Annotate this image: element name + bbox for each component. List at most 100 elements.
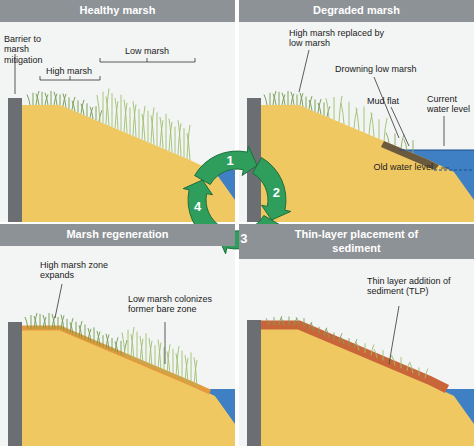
grass-blade [273, 94, 276, 105]
grass-blade [69, 97, 70, 108]
grass-blade [166, 114, 167, 150]
grass-blade [130, 108, 131, 135]
panel-header: Degraded marsh [239, 0, 474, 22]
grass-blade [413, 140, 414, 153]
grass-blade [281, 318, 284, 325]
grass-blade [36, 91, 39, 105]
panel-header: Thin-layer placement of sediment [239, 224, 474, 259]
grass-blade [42, 92, 43, 105]
grass-blade [158, 340, 161, 372]
grass-blade [33, 93, 34, 105]
grass-blade [194, 357, 197, 387]
grass-blade [34, 313, 37, 329]
grass-blade [326, 329, 329, 338]
grass-blade [90, 107, 93, 119]
grass-blade [289, 317, 290, 325]
panel-title: Marsh regeneration [66, 228, 168, 241]
grass-blade [103, 335, 104, 347]
grass-strokes [25, 313, 197, 387]
grass-blade [341, 337, 344, 344]
grass-blade [106, 334, 109, 350]
callout-number: 3 [236, 231, 252, 247]
annotation-label: Current water level [427, 94, 472, 115]
grass-blade [386, 133, 389, 144]
grass-blade [146, 333, 147, 365]
grass-blade [334, 332, 335, 339]
grass-blade [371, 112, 374, 136]
grass-blade [175, 127, 176, 154]
grass-blade [184, 128, 185, 157]
grass-blade [334, 97, 335, 120]
grass-blade [419, 368, 420, 376]
grass-blade [297, 95, 298, 106]
grass-blade [121, 95, 122, 131]
grass-blade [319, 327, 320, 334]
grass-blade [60, 95, 61, 106]
grass-blade [78, 100, 79, 112]
grass-blade [106, 96, 109, 125]
grass-blade [185, 355, 188, 383]
grass-blade [122, 333, 125, 357]
grass-blade [364, 107, 365, 133]
grass-blade [54, 92, 57, 105]
grass-blade [371, 344, 374, 355]
callout-number: 4 [190, 199, 206, 215]
grass-blade [34, 316, 37, 329]
grass-blade [311, 323, 314, 331]
grass-blade [178, 120, 181, 156]
grass-blade [128, 330, 129, 358]
grass-blade [81, 104, 84, 115]
grass-blade [339, 96, 342, 122]
grass-blade [291, 92, 294, 105]
grass-blade [274, 317, 275, 325]
grass-blade [384, 118, 387, 141]
grass-blade [401, 357, 402, 368]
grass-blade [36, 94, 39, 105]
callout-number: 1 [222, 153, 238, 169]
grass-blade [324, 102, 325, 115]
grass-blade [315, 100, 316, 112]
grass-blade [51, 91, 52, 105]
grass-blade [349, 102, 350, 126]
grass-blade [49, 313, 50, 329]
grass-blade [25, 317, 28, 329]
cycle-arrow [253, 158, 291, 220]
grass-blade [131, 334, 134, 360]
grass-blade [341, 103, 344, 124]
grass-blade [279, 316, 282, 325]
grass-blade [264, 95, 267, 106]
grass-blade [43, 315, 46, 329]
grass-blade [67, 319, 68, 332]
grass-blade [58, 317, 59, 329]
grass-blade [164, 347, 165, 373]
grass-blade [266, 318, 269, 325]
cycle-arrow [195, 146, 257, 184]
grass-blade [157, 112, 158, 146]
grass-blade [88, 328, 91, 342]
grass-blade [294, 318, 297, 325]
grass-blade [160, 117, 163, 149]
grass-blade [296, 317, 299, 325]
grass-blade [410, 363, 413, 373]
grass-blade [326, 98, 329, 118]
grass-blade [187, 133, 190, 160]
annotation-label: Mud flat [367, 96, 417, 106]
grass-blade [318, 103, 321, 114]
grass-blade [288, 91, 289, 105]
annotation-label: Old water level [371, 162, 433, 172]
grass-blade [155, 345, 156, 369]
annotation-label: Low marsh [125, 46, 185, 56]
grass-blade [191, 352, 192, 384]
grass-strokes [266, 316, 428, 378]
grass-blade [273, 91, 276, 105]
panel-header: Marsh regeneration [0, 224, 235, 246]
grass-blade [61, 315, 64, 331]
grass-blade [282, 93, 285, 105]
grass-blade [97, 95, 100, 122]
grass-blade [70, 323, 73, 335]
grass-blade [379, 119, 380, 139]
grass-blade [121, 341, 122, 355]
grass-blade [374, 349, 377, 358]
grass-blade [383, 350, 384, 360]
